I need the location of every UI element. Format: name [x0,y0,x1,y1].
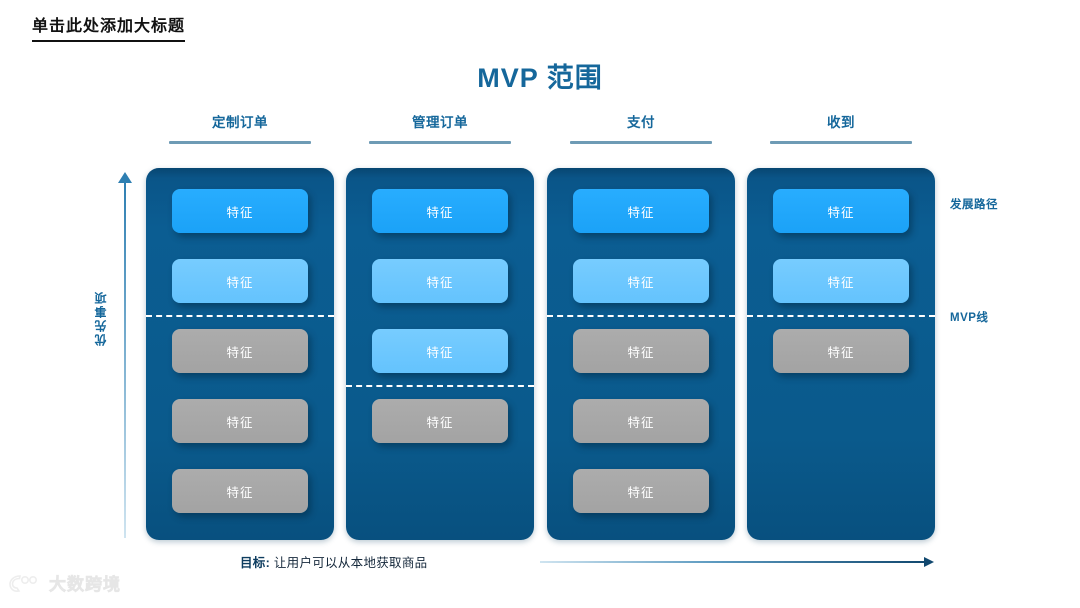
goal-statement: 目标: 让用户可以从本地获取商品 [240,552,427,571]
feature-card[interactable]: 特征 [573,329,709,373]
column-header-3[interactable]: 支付 [570,114,712,144]
y-axis-label: 优先事项 [94,290,108,346]
label-development-path: 发展路径 [950,199,998,211]
feature-card[interactable]: 特征 [573,259,709,303]
goal-label: 目标: [240,556,271,570]
column-header-rule [369,141,511,144]
feature-card[interactable]: 特征 [372,329,508,373]
feature-card[interactable]: 特征 [773,259,909,303]
feature-card[interactable]: 特征 [172,259,308,303]
mvp-line-segment-3 [547,315,735,317]
column-header-label: 管理订单 [412,115,468,130]
feature-card[interactable]: 特征 [172,189,308,233]
column-header-label: 收到 [827,115,855,130]
column-header-1[interactable]: 定制订单 [169,114,311,144]
mvp-line-segment-4 [747,315,935,317]
column-header-label: 支付 [627,115,655,130]
watermark-logo-icon [9,574,37,592]
column-header-2[interactable]: 管理订单 [369,114,511,144]
priority-axis [118,172,134,538]
label-mvp-line: MVP线 [950,312,989,324]
feature-card[interactable]: 特征 [372,399,508,443]
column-header-rule [570,141,712,144]
column-header-rule [169,141,311,144]
feature-card[interactable]: 特征 [172,469,308,513]
column-header-4[interactable]: 收到 [770,114,912,144]
feature-card[interactable]: 特征 [573,399,709,443]
feature-card[interactable]: 特征 [372,189,508,233]
arrow-up-icon [118,172,132,183]
column-panel-1[interactable]: 特征特征特征特征特征 [146,168,334,540]
column-panel-2[interactable]: 特征特征特征特征 [346,168,534,540]
column-header-rule [770,141,912,144]
timeline-arrow [540,555,934,569]
feature-card[interactable]: 特征 [573,189,709,233]
goal-value: 让用户可以从本地获取商品 [273,556,428,570]
column-panel-3[interactable]: 特征特征特征特征特征 [547,168,735,540]
axis-shaft [124,180,126,538]
feature-card[interactable]: 特征 [773,329,909,373]
page-title: MVP 范围 [477,63,603,93]
feature-card[interactable]: 特征 [573,469,709,513]
column-panel-4[interactable]: 特征特征特征 [747,168,935,540]
mvp-line-segment-1 [146,315,334,317]
column-header-label: 定制订单 [212,115,268,130]
mvp-line-segment-2 [346,385,534,387]
watermark: 大数跨境 [8,570,121,595]
feature-card[interactable]: 特征 [172,329,308,373]
watermark-text: 大数跨境 [49,575,121,595]
feature-card[interactable]: 特征 [773,189,909,233]
slide-header-title[interactable]: 单击此处添加大标题 [32,12,186,42]
arrow-right-icon [924,556,934,567]
feature-card[interactable]: 特征 [372,259,508,303]
feature-card[interactable]: 特征 [172,399,308,443]
mvp-board: 特征特征特征特征特征特征特征特征特征特征特征特征特征特征特征特征特征 [146,168,935,540]
arrow-shaft [540,561,926,563]
column-header-row: 定制订单 管理订单 支付 收到 [146,114,934,162]
